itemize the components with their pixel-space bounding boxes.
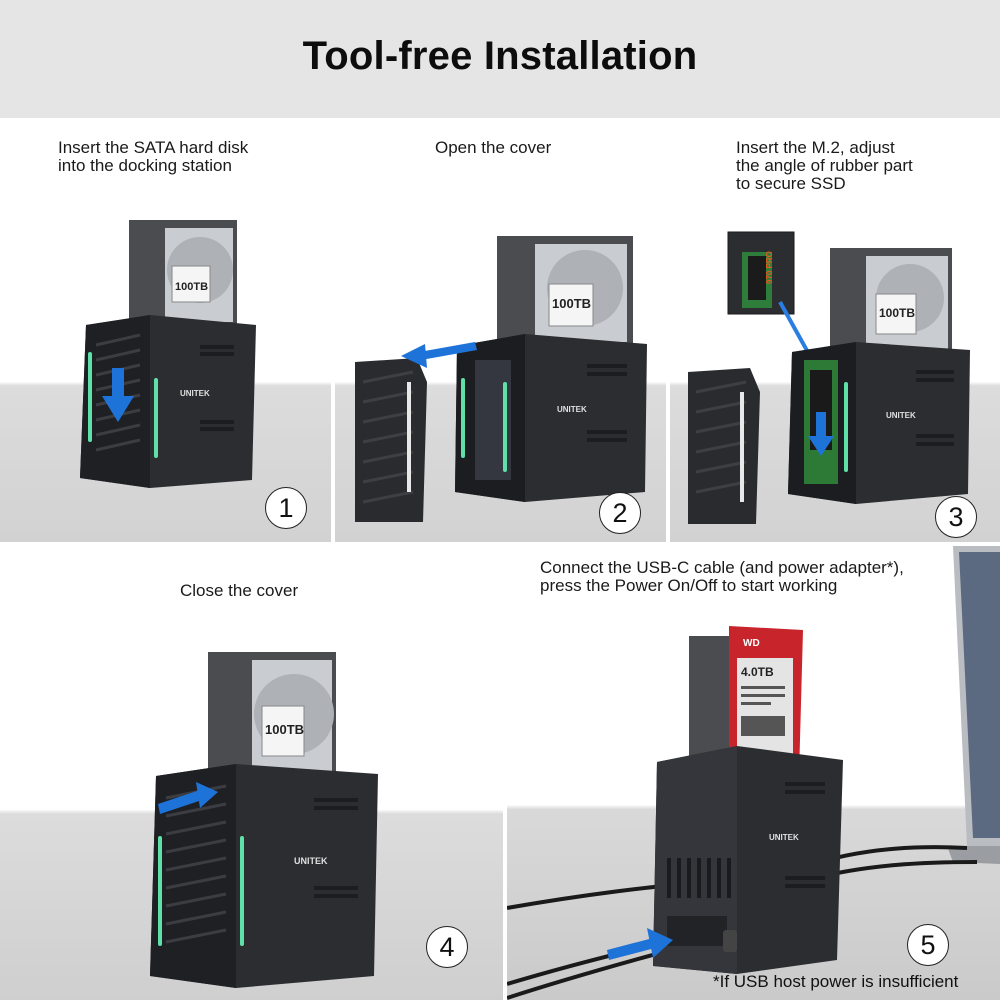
close-arrow-icon <box>158 782 218 814</box>
insert-arrow-icon <box>808 412 834 456</box>
step-2-panel: Open the cover 100TB <box>335 120 666 542</box>
hard-disk: 100TB <box>830 248 952 356</box>
brand-logo: UNITEK <box>294 856 328 866</box>
dock-body: UNITEK <box>80 315 256 488</box>
brand-logo: UNITEK <box>557 405 587 414</box>
dock-body: UNITEK <box>455 334 647 502</box>
caption-line: Connect the USB-C cable (and power adapt… <box>540 558 904 577</box>
disk-capacity-label: 4.0TB <box>741 665 774 679</box>
insert-arrow-icon <box>102 368 134 422</box>
hard-disk: 100TB <box>208 652 336 782</box>
disk-capacity-label: 100TB <box>265 722 304 737</box>
step-number-badge: 3 <box>935 496 977 538</box>
disk-brand-label: WD <box>743 638 760 649</box>
ssd-label: 970 PRO <box>765 251 774 284</box>
caption-line: to secure SSD <box>736 174 846 193</box>
step-number-badge: 4 <box>426 926 468 968</box>
disk-capacity-label: 100TB <box>879 306 915 320</box>
caption-line: press the Power On/Off to start working <box>540 576 838 595</box>
insert-m2-illustration: 970 PRO 100TB <box>688 231 970 524</box>
dock-body: UNITEK <box>788 342 970 504</box>
dock-body: UNITEK <box>653 746 843 974</box>
step-3-caption: Insert the M.2, adjust the angle of rubb… <box>736 139 913 193</box>
dock-body: UNITEK <box>150 764 378 988</box>
remove-arrow-icon <box>401 342 477 368</box>
step-2-caption: Open the cover <box>435 139 551 157</box>
docking-station-illustration: 100TB UNITEK <box>80 220 256 488</box>
step-3-panel: Insert the M.2, adjust the angle of rubb… <box>670 120 1000 542</box>
header-banner: Tool-free Installation <box>0 0 1000 118</box>
caption-line: Insert the SATA hard disk <box>58 138 249 157</box>
hard-disk: 100TB <box>497 236 633 348</box>
power-footnote: *If USB host power is insufficient <box>713 972 959 991</box>
open-cover-illustration: 100TB UNITEK <box>355 236 647 522</box>
caption-line: into the docking station <box>58 156 232 175</box>
hard-disk: 100TB <box>129 220 237 330</box>
power-switch <box>723 930 737 952</box>
caption-line: Open the cover <box>435 138 552 157</box>
caption-line: Insert the M.2, adjust <box>736 138 895 157</box>
brand-logo: UNITEK <box>886 411 916 420</box>
caption-line: the angle of rubber part <box>736 156 913 175</box>
page-title: Tool-free Installation <box>302 34 698 78</box>
disk-capacity-label: 100TB <box>552 296 591 311</box>
caption-line: Close the cover <box>180 581 299 600</box>
laptop <box>947 546 1000 864</box>
step-5-caption: Connect the USB-C cable (and power adapt… <box>540 559 904 595</box>
m2-closeup-inset: 970 PRO <box>727 231 812 357</box>
step-1-panel: Insert the SATA hard disk into the docki… <box>0 120 331 542</box>
step-4-caption: Close the cover <box>180 582 298 600</box>
step-4-panel: Close the cover 100TB <box>0 546 503 1000</box>
brand-logo: UNITEK <box>769 833 799 842</box>
brand-logo: UNITEK <box>180 389 210 398</box>
step-number-badge: 1 <box>265 487 307 529</box>
step-5-panel: Connect the USB-C cable (and power adapt… <box>507 546 1000 1000</box>
step-number-badge: 2 <box>599 492 641 534</box>
step-number-badge: 5 <box>907 924 949 966</box>
detached-cover <box>355 358 427 522</box>
connect-cable-illustration: WD 4.0TB UNITEK <box>507 546 1000 1000</box>
close-cover-illustration: 100TB UNITEK <box>150 652 378 988</box>
disk-capacity-label: 100TB <box>175 281 208 293</box>
detached-cover <box>688 368 760 524</box>
step-1-caption: Insert the SATA hard disk into the docki… <box>58 139 248 175</box>
plug-arrow-icon <box>607 928 673 960</box>
